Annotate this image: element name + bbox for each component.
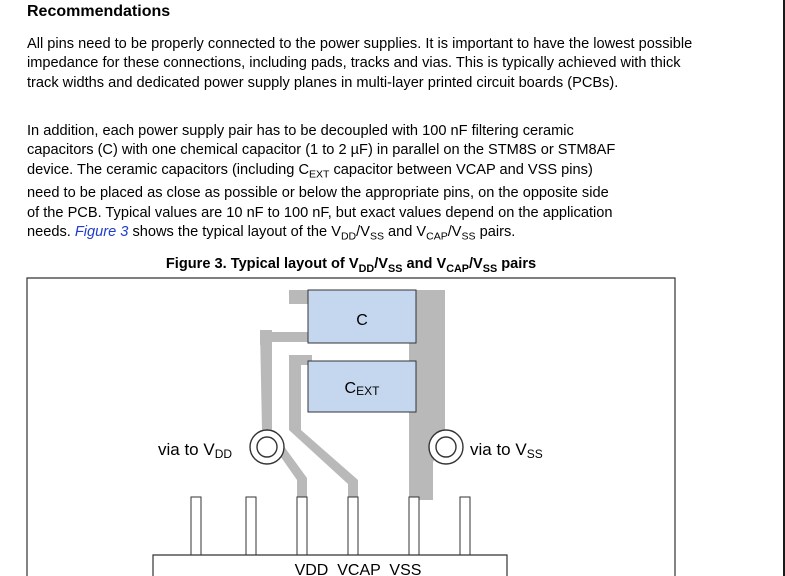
via-vss-label: via to VSS: [470, 440, 543, 461]
package-pins: [190, 496, 471, 556]
paragraph-decoupling: In addition, each power supply pair has …: [27, 123, 616, 243]
capacitor-cext-label: CEXT: [345, 380, 381, 398]
capacitor-c-label: C: [356, 312, 368, 329]
page-edge: [783, 0, 785, 576]
via-vdd-icon: [249, 429, 285, 465]
figure-3-link[interactable]: Figure 3: [74, 223, 129, 240]
section-heading: Recommendations: [27, 3, 171, 20]
pin: [408, 496, 420, 556]
figure-caption: Figure 3. Typical layout of VDD/VSS and …: [165, 256, 537, 275]
pin: [190, 496, 202, 556]
pin-labels: VDD VCAP VSS: [295, 562, 422, 576]
capacitor-cext: [307, 360, 417, 413]
capacitor-c: [307, 289, 417, 344]
package-body: [152, 554, 508, 576]
pin: [245, 496, 257, 556]
vcap-track-mid: [289, 355, 312, 430]
pin: [347, 496, 359, 556]
vdd-diagonal-track: [262, 430, 307, 500]
via-vss-icon: [428, 429, 464, 465]
vcap-track-upper: [260, 332, 312, 345]
pin: [459, 496, 471, 556]
paragraph-power-connections: All pins need to be properly connected t…: [27, 36, 693, 91]
pin: [296, 496, 308, 556]
vcap-diagonal-track: [289, 430, 358, 500]
via-vdd-label: via to VDD: [158, 440, 232, 461]
figure-frame: [26, 277, 676, 576]
vdd-track-left: [260, 330, 272, 430]
